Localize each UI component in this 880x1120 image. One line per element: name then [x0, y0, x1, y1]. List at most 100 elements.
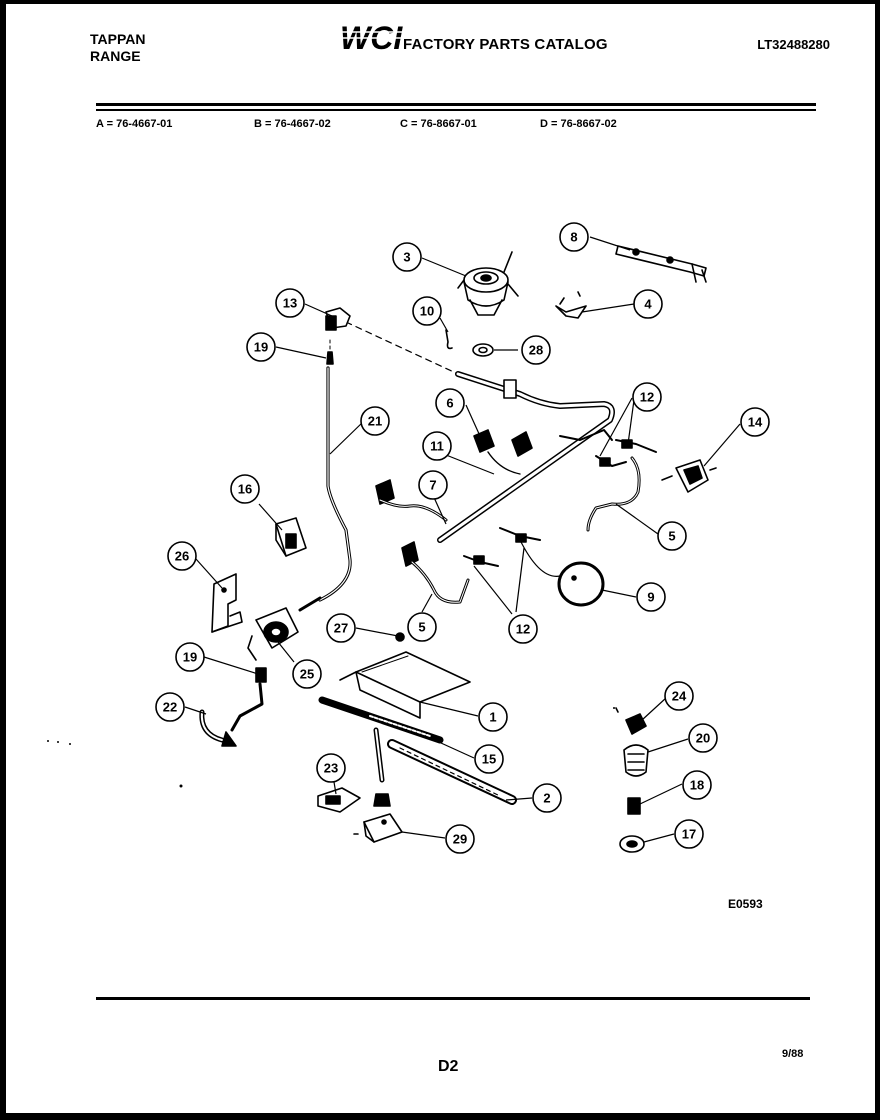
- burner-tube-part: [387, 739, 517, 805]
- brand-line-2: RANGE: [90, 48, 141, 64]
- burner-support-part: [353, 813, 403, 843]
- callout-3: 3: [392, 242, 422, 272]
- callout-21: 21: [360, 406, 390, 436]
- header-rule-thin: [96, 109, 816, 111]
- svg-text:4: 4: [644, 297, 652, 312]
- screw-part: [326, 351, 334, 365]
- callout-12-lower: 12: [508, 614, 538, 644]
- catalog-sheet: [6, 4, 875, 1113]
- svg-text:10: 10: [420, 304, 434, 319]
- svg-text:28: 28: [529, 343, 543, 358]
- logo-text: WCI: [340, 20, 403, 54]
- model-a: A = 76-4667-01: [96, 118, 173, 130]
- callout-1: 1: [478, 702, 508, 732]
- header-rule: [96, 103, 816, 106]
- callout-15: 15: [474, 744, 504, 774]
- wci-logo: WCI: [338, 20, 404, 54]
- svg-text:21: 21: [368, 414, 382, 429]
- footer-rule: [96, 997, 810, 1000]
- pressure-regulator-part: [247, 596, 322, 661]
- catalog-title: FACTORY PARTS CATALOG: [403, 36, 608, 53]
- svg-text:7: 7: [429, 478, 436, 493]
- svg-text:2: 2: [543, 791, 550, 806]
- model-d: D = 76-8667-02: [540, 118, 617, 130]
- svg-text:13: 13: [283, 296, 297, 311]
- igniter-clip-part: [555, 291, 587, 319]
- callout-28: 28: [521, 335, 551, 365]
- brand-block: TAPPAN RANGE: [90, 31, 145, 65]
- svg-text:20: 20: [696, 731, 710, 746]
- svg-text:24: 24: [672, 689, 687, 704]
- callout-22: 22: [155, 692, 185, 722]
- callout-13: 13: [275, 288, 305, 318]
- spring-clip-part: [445, 329, 453, 350]
- callout-25: 25: [292, 659, 322, 689]
- brand-line-1: TAPPAN: [90, 31, 146, 47]
- callout-6: 6: [435, 388, 465, 418]
- callout-18: 18: [682, 770, 712, 800]
- callout-19-lower: 19: [175, 642, 205, 672]
- control-switch-part: [661, 459, 717, 493]
- callout-20: 20: [688, 723, 718, 753]
- callout-11: 11: [422, 431, 452, 461]
- svg-text:3: 3: [403, 250, 410, 265]
- svg-text:19: 19: [183, 650, 197, 665]
- callout-12-upper: 12: [632, 382, 662, 412]
- drawing-code: E0593: [728, 897, 763, 911]
- page-number: D2: [438, 1058, 459, 1075]
- svg-text:18: 18: [690, 778, 704, 793]
- model-b: B = 76-4667-02: [254, 118, 331, 130]
- svg-text:15: 15: [482, 752, 496, 767]
- callout-24: 24: [664, 681, 694, 711]
- callout-23: 23: [316, 753, 346, 783]
- svg-text:1: 1: [489, 710, 496, 725]
- svg-text:27: 27: [334, 621, 348, 636]
- callout-8: 8: [559, 222, 589, 252]
- scan-specks: [47, 707, 615, 788]
- top-bracket-part: [615, 245, 707, 283]
- svg-text:12: 12: [640, 390, 654, 405]
- svg-text:5: 5: [418, 620, 425, 635]
- callout-7: 7: [418, 470, 448, 500]
- callout-4: 4: [633, 289, 663, 319]
- svg-text:14: 14: [748, 415, 763, 430]
- callout-2: 2: [532, 783, 562, 813]
- callout-29: 29: [445, 824, 475, 854]
- svg-text:11: 11: [430, 439, 444, 454]
- revision-date: 9/88: [782, 1048, 804, 1060]
- callout-14: 14: [740, 407, 770, 437]
- svg-text:12: 12: [516, 622, 530, 637]
- oven-burner-part: [318, 696, 444, 783]
- callout-16: 16: [230, 474, 260, 504]
- svg-text:25: 25: [300, 667, 314, 682]
- burner-baffle-part: [339, 651, 471, 719]
- callout-26: 26: [167, 541, 197, 571]
- svg-text:26: 26: [175, 549, 189, 564]
- oven-orifice-stack: [615, 707, 649, 853]
- svg-text:8: 8: [570, 230, 577, 245]
- small-ball-part: [395, 632, 405, 642]
- svg-text:23: 23: [324, 761, 338, 776]
- catalog-number: LT32488280: [757, 37, 830, 52]
- screw-part-lower: [255, 667, 267, 683]
- callout-5-right: 5: [657, 521, 687, 551]
- svg-text:17: 17: [682, 827, 696, 842]
- svg-text:9: 9: [647, 590, 654, 605]
- callout-5-left: 5: [407, 612, 437, 642]
- mounting-bracket-part: [211, 573, 243, 633]
- callout-10: 10: [412, 296, 442, 326]
- callout-27: 27: [326, 613, 356, 643]
- callout-17: 17: [674, 819, 704, 849]
- relay-block-part: [275, 517, 307, 557]
- burner-head-part: [457, 251, 519, 316]
- callout-19-upper: 19: [246, 332, 276, 362]
- svg-text:5: 5: [668, 529, 675, 544]
- elbow-fitting-part: [325, 307, 351, 331]
- orifice-spud-part: [463, 429, 657, 567]
- mount-block-part: [317, 787, 361, 813]
- burner-valve-part: [375, 429, 533, 567]
- svg-text:29: 29: [453, 832, 467, 847]
- svg-text:16: 16: [238, 482, 252, 497]
